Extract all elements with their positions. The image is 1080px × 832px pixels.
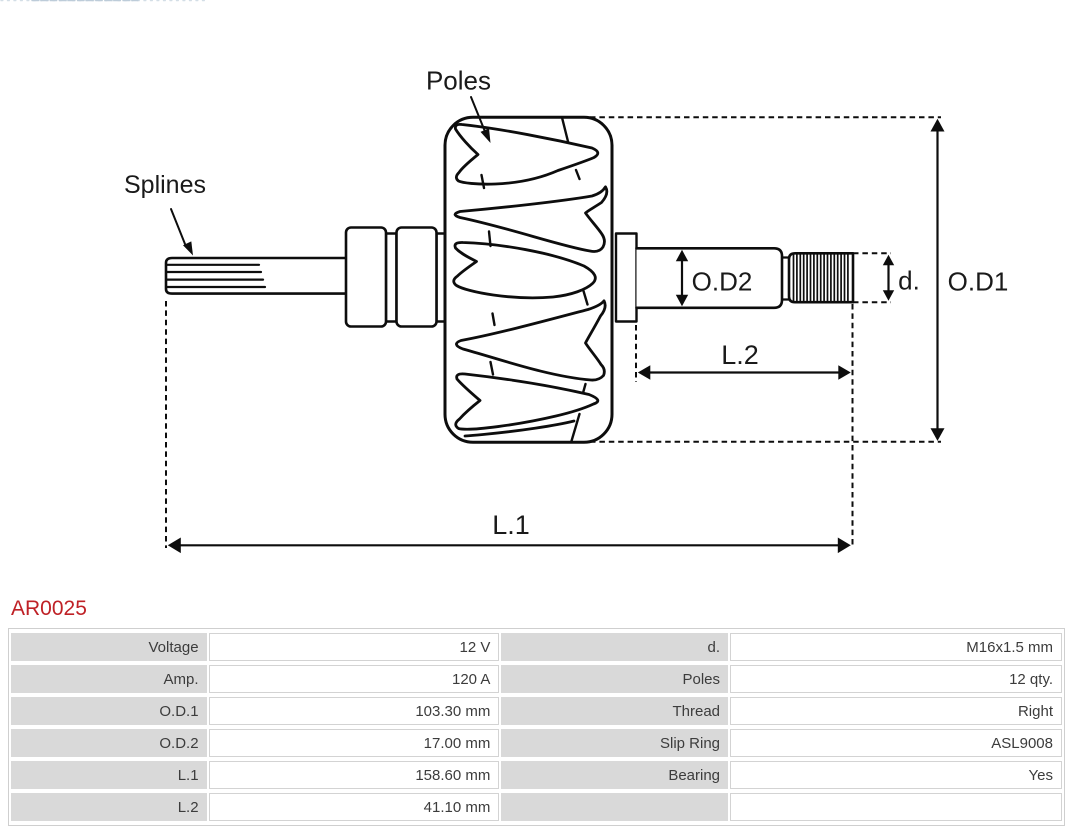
svg-text:O.D2: O.D2 bbox=[692, 267, 753, 297]
svg-text:Splines: Splines bbox=[124, 171, 206, 199]
svg-text:L.1: L.1 bbox=[492, 510, 530, 540]
svg-text:Poles: Poles bbox=[426, 66, 491, 96]
svg-text:O.D1: O.D1 bbox=[948, 267, 1009, 297]
svg-text:L.2: L.2 bbox=[721, 340, 759, 370]
svg-text:d.: d. bbox=[898, 266, 920, 296]
